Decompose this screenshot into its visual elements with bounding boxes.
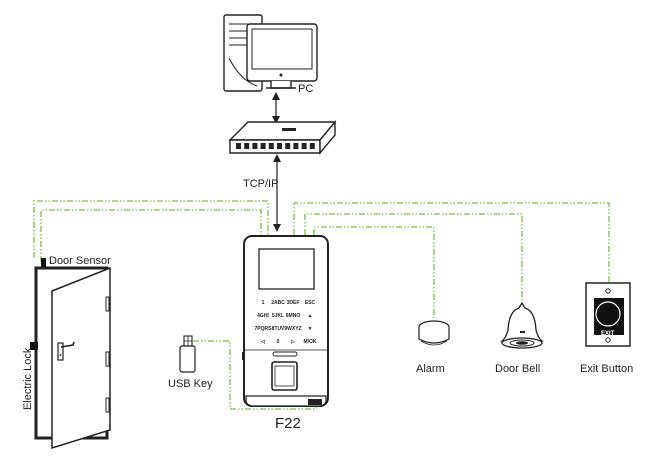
device-screen: [258, 248, 315, 290]
switch-port: [301, 143, 307, 149]
indicator-light: [272, 351, 298, 357]
door-handle-icon: [57, 341, 75, 361]
wire-alarm: [313, 226, 435, 318]
switch-port: [285, 143, 291, 149]
door-sensor-icon: [41, 258, 46, 267]
keypad-key: 6MNO: [286, 313, 301, 319]
switch-port: [277, 143, 282, 149]
keypad-key: ▲: [308, 313, 313, 319]
wire-usb-key: [193, 340, 317, 410]
keypad-key: ▷: [290, 339, 296, 345]
electric-lock-icon: [30, 342, 38, 350]
wire-door-bell: [304, 213, 523, 303]
keypad-key: 1: [262, 300, 265, 306]
switch-port: [244, 143, 250, 149]
switch-port: [260, 143, 266, 149]
usb-port: [308, 399, 322, 405]
keypad-key: 3DEF: [287, 300, 300, 306]
keypad-key: 4GHI: [257, 313, 269, 319]
pc-label: PC: [298, 83, 313, 95]
exit-text: EXIT: [601, 331, 615, 337]
keypad-key: 0: [277, 339, 280, 345]
tcpip-label: TCP/IP: [243, 178, 278, 190]
keypad-key: M/OK: [303, 339, 316, 345]
keypad-key: 9WXYZ: [284, 326, 301, 332]
door-icon: [34, 266, 111, 450]
usb-key-icon: [179, 335, 196, 373]
switch-port: [236, 143, 241, 149]
exit-button-icon: EXIT: [585, 282, 631, 347]
wire-exit-button: [293, 202, 610, 285]
device-label: F22: [275, 415, 301, 432]
exit-button-label: Exit Button: [580, 363, 633, 375]
pc-icon: [223, 14, 318, 92]
door-sensor-label: Door Sensor: [49, 255, 111, 267]
switch-port: [252, 143, 258, 149]
keypad-key: 7PQRS: [255, 326, 273, 332]
usb-key-label: USB Key: [168, 378, 213, 390]
door-bell-icon: [500, 301, 544, 349]
keypad-key: ◁: [260, 339, 265, 345]
keypad-key: ESC: [305, 300, 316, 306]
switch-port: [268, 143, 274, 149]
keypad-key: 2ABC: [271, 300, 285, 306]
keypad-key: 5JKL: [272, 313, 284, 319]
alarm-label: Alarm: [416, 363, 445, 375]
electric-lock-label: Electric Lock: [22, 347, 34, 410]
switch-port: [293, 143, 299, 149]
keypad-key: ▼: [308, 326, 313, 332]
wire-door-sensor: [33, 200, 269, 258]
wire-electric-lock: [40, 209, 262, 262]
keypad-key: 8TUV: [272, 326, 285, 332]
network-switch-icon: [228, 120, 337, 155]
switch-port: [309, 143, 315, 149]
alarm-icon: [418, 320, 450, 346]
door-bell-label: Door Bell: [495, 363, 540, 375]
